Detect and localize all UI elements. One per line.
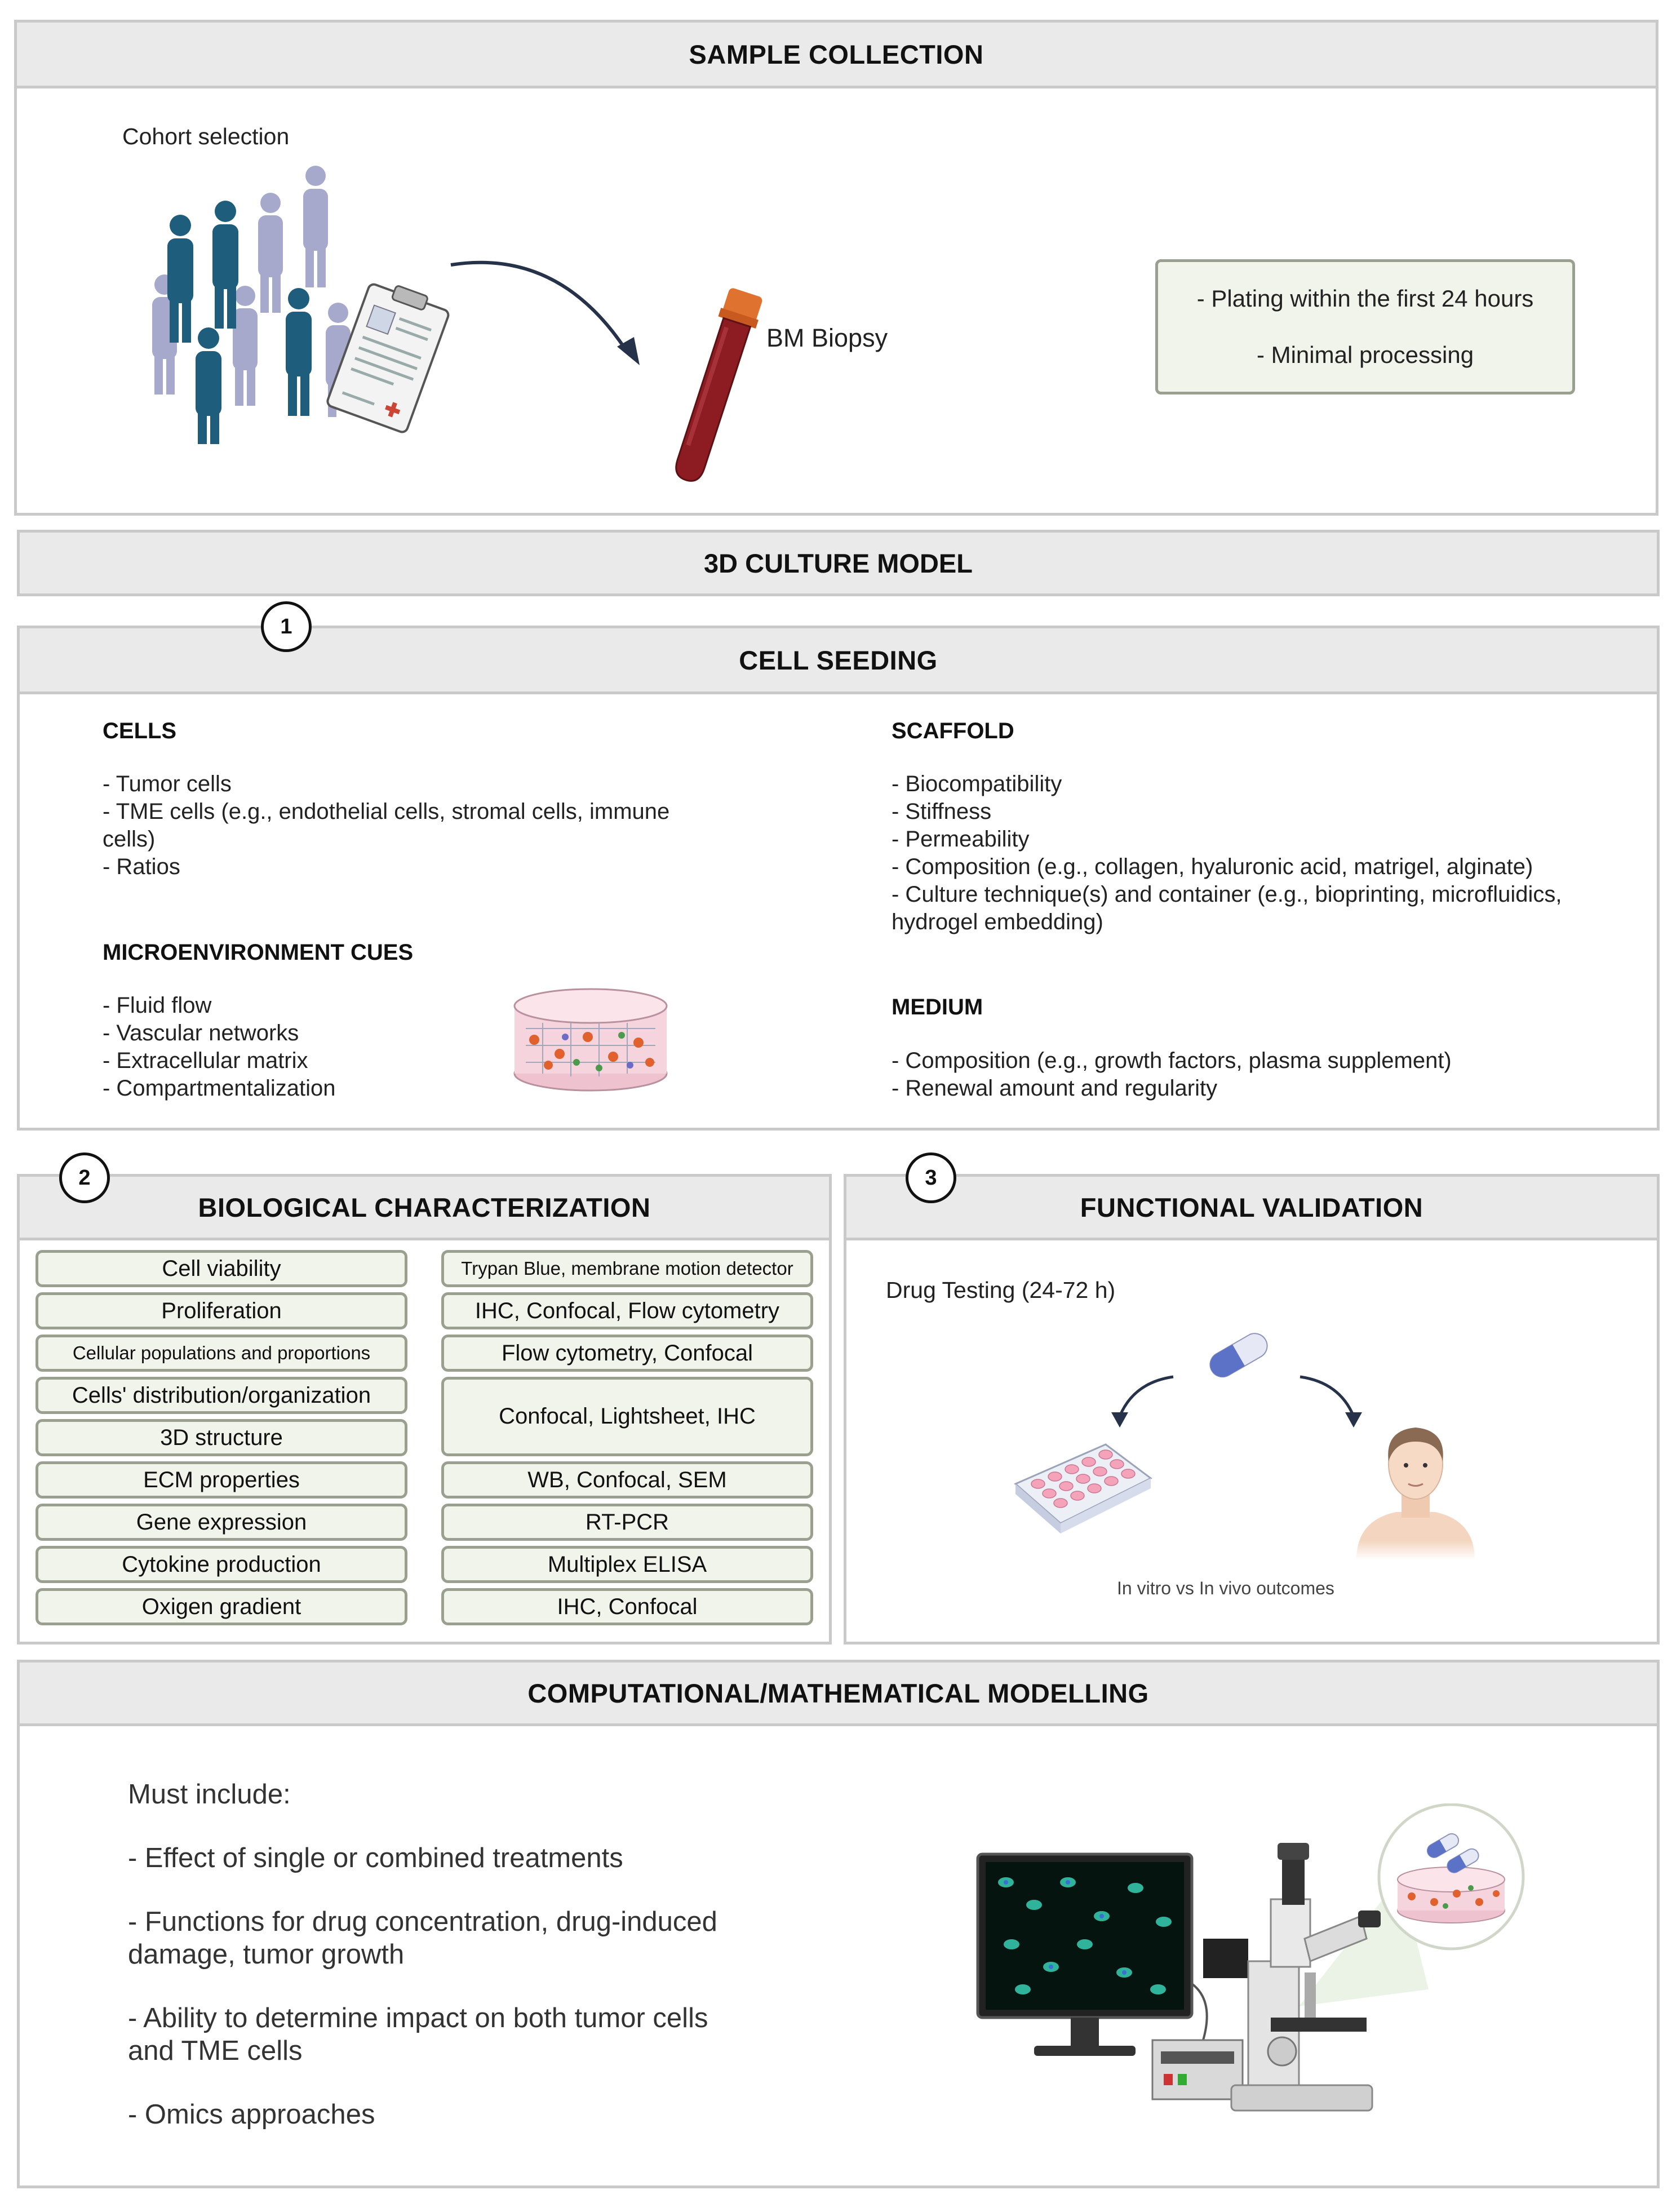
sample-collection-panel: SAMPLE COLLECTION Cohort selection <box>14 20 1658 516</box>
bio-right-pill: IHC, Confocal, Flow cytometry <box>441 1292 813 1329</box>
list-item: - Renewal amount and regularity <box>892 1076 1218 1101</box>
cohort-label: Cohort selection <box>122 123 290 149</box>
medium-list: - Composition (e.g., growth factors, pla… <box>892 1047 1452 1102</box>
bio-left-pill: Cells' distribution/organization <box>36 1377 407 1414</box>
micro-list: - Fluid flow - Vascular networks - Extra… <box>103 992 336 1102</box>
list-item: - Compartmentalization <box>103 1076 336 1101</box>
bio-left-pill: Gene expression <box>36 1504 407 1541</box>
clipboard-icon <box>326 283 450 433</box>
people-cohort-icon <box>152 166 351 444</box>
bio-left-pill: Oxigen gradient <box>36 1588 407 1625</box>
note-plating: - Plating within the first 24 hours <box>1196 285 1534 312</box>
human-bust-icon <box>1356 1428 1475 1560</box>
list-item: hydrogel embedding) <box>892 910 1103 934</box>
bio-left-pill: Cellular populations and proportions <box>36 1335 407 1372</box>
bm-biopsy-label: BM Biopsy <box>766 323 888 352</box>
list-item: - Vascular networks <box>103 1021 299 1045</box>
functional-header: FUNCTIONAL VALIDATION <box>846 1177 1657 1240</box>
list-item: - Fluid flow <box>103 993 212 1018</box>
bio-left-pill: Cell viability <box>36 1250 407 1287</box>
modelling-intro: Must include: <box>128 1779 291 1810</box>
list-item: - TME cells (e.g., endothelial cells, st… <box>103 799 670 824</box>
bio-right-pill: Multiplex ELISA <box>441 1546 813 1583</box>
scaffold-heading: SCAFFOLD <box>892 719 1014 743</box>
bio-left-pill: ECM properties <box>36 1461 407 1499</box>
medium-heading: MEDIUM <box>892 995 983 1019</box>
step-2-badge: 2 <box>59 1152 110 1203</box>
bio-char-header: BIOLOGICAL CHARACTERIZATION <box>20 1177 829 1240</box>
outcome-label: In vitro vs In vivo outcomes <box>1117 1578 1334 1598</box>
modelling-header: COMPUTATIONAL/MATHEMATICAL MODELLING <box>20 1663 1657 1726</box>
list-item: - Permeability <box>892 827 1030 852</box>
bio-left-pill: Cytokine production <box>36 1546 407 1583</box>
list-item: - Ratios <box>103 854 180 879</box>
microscope-setup-icon <box>976 1803 1525 2112</box>
bio-right-pill: Confocal, Lightsheet, IHC <box>441 1377 813 1456</box>
list-item: - Effect of single or combined treatment… <box>128 1843 623 1873</box>
modelling-panel: COMPUTATIONAL/MATHEMATICAL MODELLING Mus… <box>17 1660 1660 2188</box>
bio-char-title: BIOLOGICAL CHARACTERIZATION <box>198 1192 651 1222</box>
list-item: - Stiffness <box>892 799 992 824</box>
modelling-list: - Effect of single or combined treatment… <box>128 1842 717 2131</box>
culture-model-bar: 3D CULTURE MODEL <box>17 530 1660 596</box>
list-item: cells) <box>103 827 156 852</box>
sample-collection-header: SAMPLE COLLECTION <box>17 23 1656 88</box>
right-arrow-icon <box>1300 1375 1362 1428</box>
sample-collection-title: SAMPLE COLLECTION <box>689 39 984 69</box>
step-3-badge: 3 <box>906 1152 956 1203</box>
cell-seeding-panel: CELL SEEDING CELLS - Tumor cells - TME c… <box>17 626 1660 1131</box>
list-item: - Omics approaches <box>128 2099 375 2130</box>
micro-heading: MICROENVIRONMENT CUES <box>103 940 414 965</box>
bio-right-pill: Flow cytometry, Confocal <box>441 1335 813 1372</box>
list-item: - Functions for drug concentration, drug… <box>128 1907 717 1970</box>
cells-heading: CELLS <box>103 719 177 743</box>
list-item: - Culture technique(s) and container (e.… <box>892 882 1562 907</box>
list-item: - Tumor cells <box>103 772 232 796</box>
capsule-icon <box>1209 1333 1268 1378</box>
bio-char-panel: BIOLOGICAL CHARACTERIZATION Cell viabili… <box>17 1174 832 1644</box>
note-minimal-processing: - Minimal processing <box>1256 342 1474 368</box>
bio-right-pill: Trypan Blue, membrane motion detector <box>441 1250 813 1287</box>
curved-arrow-icon <box>450 260 640 365</box>
well-plate-icon <box>1014 1443 1152 1533</box>
drug-testing-label: Drug Testing (24-72 h) <box>886 1277 1116 1303</box>
bio-right-pill: RT-PCR <box>441 1504 813 1541</box>
list-item: - Composition (e.g., collagen, hyaluroni… <box>892 854 1533 879</box>
scaffold-list: - Biocompatibility - Stiffness - Permeab… <box>892 770 1562 936</box>
list-item: - Biocompatibility <box>892 772 1062 796</box>
bio-right-pill: WB, Confocal, SEM <box>441 1461 813 1499</box>
left-arrow-icon <box>1111 1375 1174 1428</box>
blood-tube-icon <box>675 288 762 482</box>
bio-right-pill: IHC, Confocal <box>441 1588 813 1625</box>
cell-seeding-title: CELL SEEDING <box>739 645 938 675</box>
step-1-badge: 1 <box>261 601 312 652</box>
functional-title: FUNCTIONAL VALIDATION <box>1080 1192 1423 1222</box>
list-item: - Composition (e.g., growth factors, pla… <box>892 1048 1452 1073</box>
culture-model-title: 3D CULTURE MODEL <box>704 548 973 578</box>
processing-notes-box: - Plating within the first 24 hours - Mi… <box>1155 259 1575 394</box>
functional-panel: FUNCTIONAL VALIDATION Drug Testing (24-7… <box>844 1174 1660 1644</box>
bio-left-pill: 3D structure <box>36 1419 407 1456</box>
scaffold-dish-icon <box>513 988 668 1092</box>
list-item: - Extracellular matrix <box>103 1048 308 1073</box>
cells-list: - Tumor cells - TME cells (e.g., endothe… <box>103 770 669 881</box>
modelling-title: COMPUTATIONAL/MATHEMATICAL MODELLING <box>527 1678 1149 1708</box>
list-item: - Ability to determine impact on both tu… <box>128 2003 708 2066</box>
bio-left-pill: Proliferation <box>36 1292 407 1329</box>
